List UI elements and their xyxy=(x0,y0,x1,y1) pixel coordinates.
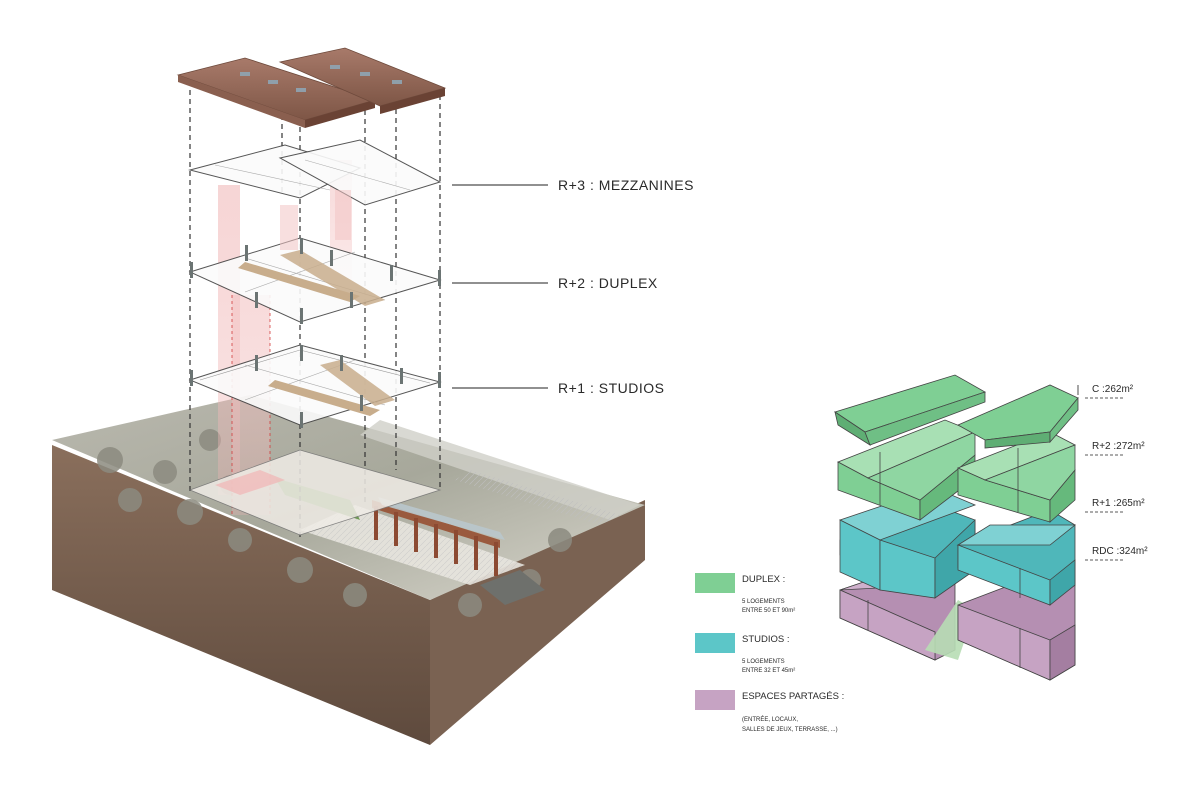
level-label-r3: R+3 : MEZZANINES xyxy=(558,177,694,193)
level-label-r2: R+2 : DUPLEX xyxy=(558,275,658,291)
legend-studios: STUDIOS : 5 LOGEMENTS ENTRE 32 ET 45m² xyxy=(695,633,795,674)
level-r2-plate xyxy=(188,237,442,324)
legend-line-shared-2: SALLES DE JEUX, TERRASSE, ...) xyxy=(742,727,838,733)
legend-line-studios-2: ENTRE 32 ET 45m² xyxy=(742,668,795,674)
level-leaders xyxy=(452,184,548,389)
area-label-rdc: RDC :324m² xyxy=(1092,546,1148,557)
exploded-axonometric: R+3 : MEZZANINES R+2 : DUPLEX R+1 : STUD… xyxy=(52,47,694,745)
legend-line-duplex-2: ENTRE 50 ET 90m² xyxy=(742,608,795,614)
massing-diagram: C :262m² R+2 :272m² R+1 :265m² RDC :324m… xyxy=(834,374,1148,681)
area-label-r2: R+2 :272m² xyxy=(1092,441,1145,452)
ground-floor-plate xyxy=(188,449,442,536)
legend-title-shared: ESPACES PARTAGÉS : xyxy=(742,691,844,702)
massing-r2 xyxy=(837,419,1076,523)
legend-duplex: DUPLEX : 5 LOGEMENTS ENTRE 50 ET 90m² xyxy=(695,573,795,614)
legend-line-shared-1: (ENTRÉE, LOCAUX, xyxy=(742,716,798,723)
level-r3-plate xyxy=(188,139,442,250)
level-r1-plate xyxy=(188,344,442,428)
legend-shared: ESPACES PARTAGÉS : (ENTRÉE, LOCAUX, SALL… xyxy=(695,690,844,733)
legend-swatch-duplex xyxy=(695,573,735,593)
legend: DUPLEX : 5 LOGEMENTS ENTRE 50 ET 90m² ST… xyxy=(695,573,844,733)
area-label-r1: R+1 :265m² xyxy=(1092,498,1145,509)
legend-swatch-studios xyxy=(695,633,735,653)
roofs xyxy=(176,47,447,128)
legend-line-studios-1: 5 LOGEMENTS xyxy=(742,659,785,665)
area-leaders xyxy=(1077,385,1125,561)
pergola xyxy=(372,497,505,576)
site-soil-block xyxy=(52,395,645,745)
legend-title-duplex: DUPLEX : xyxy=(742,574,785,585)
massing-roof xyxy=(834,374,1079,449)
legend-line-duplex-1: 5 LOGEMENTS xyxy=(742,599,785,605)
legend-swatch-shared xyxy=(695,690,735,710)
legend-title-studios: STUDIOS : xyxy=(742,634,790,645)
level-label-r1: R+1 : STUDIOS xyxy=(558,380,664,396)
area-label-c: C :262m² xyxy=(1092,384,1134,395)
